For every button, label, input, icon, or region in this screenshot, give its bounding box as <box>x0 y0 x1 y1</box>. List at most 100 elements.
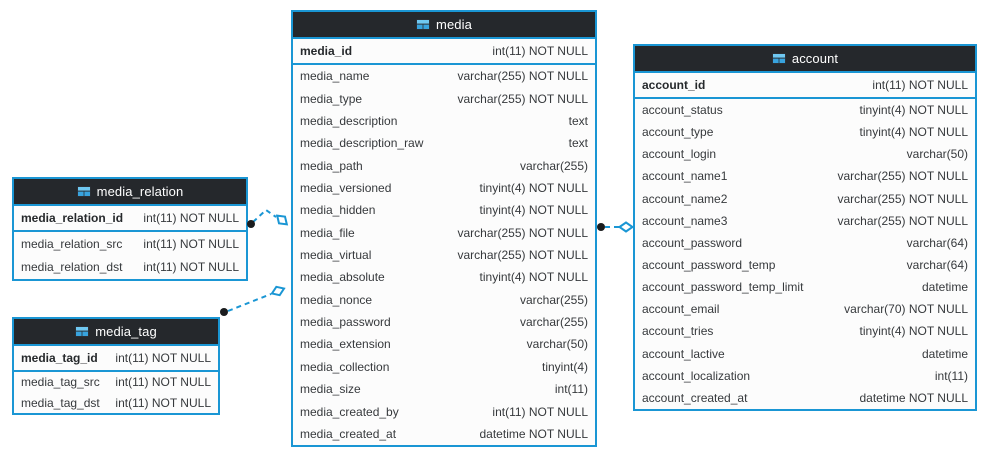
relation-media-tag-to-media[interactable] <box>220 284 286 316</box>
table-header-media-relation[interactable]: media_relation <box>14 179 246 206</box>
column-type: varchar(64) <box>906 258 968 273</box>
table-row[interactable]: account_password_temp_limit datetime <box>635 276 975 299</box>
column-name: account_status <box>642 103 723 118</box>
column-name: media_hidden <box>300 203 376 218</box>
column-name: account_id <box>642 78 706 92</box>
column-type: datetime NOT NULL <box>859 390 969 405</box>
column-type: tinyint(4) NOT NULL <box>859 324 968 339</box>
column-name: media_description_raw <box>300 136 424 151</box>
table-media-relation[interactable]: media_relation media_relation_id int(11)… <box>12 177 248 281</box>
column-type: int(11) NOT NULL <box>115 395 211 410</box>
table-header-media-tag[interactable]: media_tag <box>14 319 218 346</box>
table-icon <box>76 186 91 197</box>
column-name: media_created_at <box>300 426 397 441</box>
table-account[interactable]: account account_id int(11) NOT NULL acco… <box>633 44 977 411</box>
table-row-pk[interactable]: account_id int(11) NOT NULL <box>635 73 975 99</box>
table-title: media_relation <box>96 184 184 199</box>
column-name: media_relation_dst <box>21 260 123 275</box>
relation-media-relation-to-media[interactable] <box>247 208 290 228</box>
table-row[interactable]: media_tag_dst int(11) NOT NULL <box>14 392 218 413</box>
column-name: account_name3 <box>642 213 728 228</box>
column-name: account_created_at <box>642 390 748 405</box>
table-row[interactable]: account_created_at datetime NOT NULL <box>635 386 975 409</box>
column-type: datetime <box>921 280 968 295</box>
column-type: varchar(255) <box>519 158 588 173</box>
column-type: tinyint(4) NOT NULL <box>479 270 588 285</box>
column-type: text <box>568 113 588 128</box>
column-name: media_type <box>300 91 363 106</box>
column-type: int(11) NOT NULL <box>492 44 588 58</box>
column-name: media_path <box>300 158 363 173</box>
table-row-pk[interactable]: media_relation_id int(11) NOT NULL <box>14 206 246 232</box>
relation-media-to-account[interactable] <box>597 221 635 233</box>
column-type: int(11) NOT NULL <box>872 78 968 92</box>
column-type: varchar(255) NOT NULL <box>457 225 589 240</box>
column-name: media_absolute <box>300 270 385 285</box>
column-type: varchar(255) NOT NULL <box>837 169 969 184</box>
table-row[interactable]: media_path varchar(255) <box>293 154 595 177</box>
column-type: tinyint(4) <box>541 359 588 374</box>
column-type: int(11) NOT NULL <box>143 236 239 251</box>
column-type: int(11) NOT NULL <box>115 351 211 365</box>
table-row-pk[interactable]: media_id int(11) NOT NULL <box>293 39 595 65</box>
column-type: varchar(255) NOT NULL <box>457 248 589 263</box>
column-type: varchar(255) <box>519 292 588 307</box>
table-row-pk[interactable]: media_tag_id int(11) NOT NULL <box>14 346 218 372</box>
table-media-tag[interactable]: media_tag media_tag_id int(11) NOT NULL … <box>12 317 220 415</box>
table-header-media[interactable]: media <box>293 12 595 39</box>
column-name: account_login <box>642 147 717 162</box>
column-name: media_tag_dst <box>21 395 100 410</box>
table-title: media_tag <box>95 324 157 339</box>
table-media[interactable]: media media_id int(11) NOT NULL media_na… <box>291 10 597 447</box>
column-name: account_tries <box>642 324 714 339</box>
table-row[interactable]: media_collection tinyint(4) <box>293 355 595 379</box>
column-name: media_collection <box>300 359 390 374</box>
column-name: media_nonce <box>300 292 373 307</box>
column-type: int(11) NOT NULL <box>115 375 211 390</box>
table-row[interactable]: media_file varchar(255) NOT NULL <box>293 221 595 244</box>
column-name: account_localization <box>642 368 751 383</box>
column-type: tinyint(4) NOT NULL <box>859 125 968 140</box>
table-row[interactable]: media_nonce varchar(255) <box>293 288 595 311</box>
table-header-account[interactable]: account <box>635 46 975 73</box>
column-type: varchar(255) NOT NULL <box>837 213 969 228</box>
column-type: int(11) NOT NULL <box>492 404 588 419</box>
column-name: account_password_temp_limit <box>642 280 804 295</box>
column-name: media_file <box>300 225 355 240</box>
column-name: media_id <box>300 44 353 58</box>
table-row[interactable]: account_name3 varchar(255) NOT NULL <box>635 209 975 232</box>
table-row[interactable]: media_absolute tinyint(4) NOT NULL <box>293 266 595 289</box>
column-type: tinyint(4) NOT NULL <box>479 180 588 195</box>
relation-source-dot <box>247 220 255 228</box>
relation-line[interactable] <box>252 208 277 223</box>
relation-line[interactable] <box>227 293 272 312</box>
table-row[interactable]: account_tries tinyint(4) NOT NULL <box>635 320 975 343</box>
